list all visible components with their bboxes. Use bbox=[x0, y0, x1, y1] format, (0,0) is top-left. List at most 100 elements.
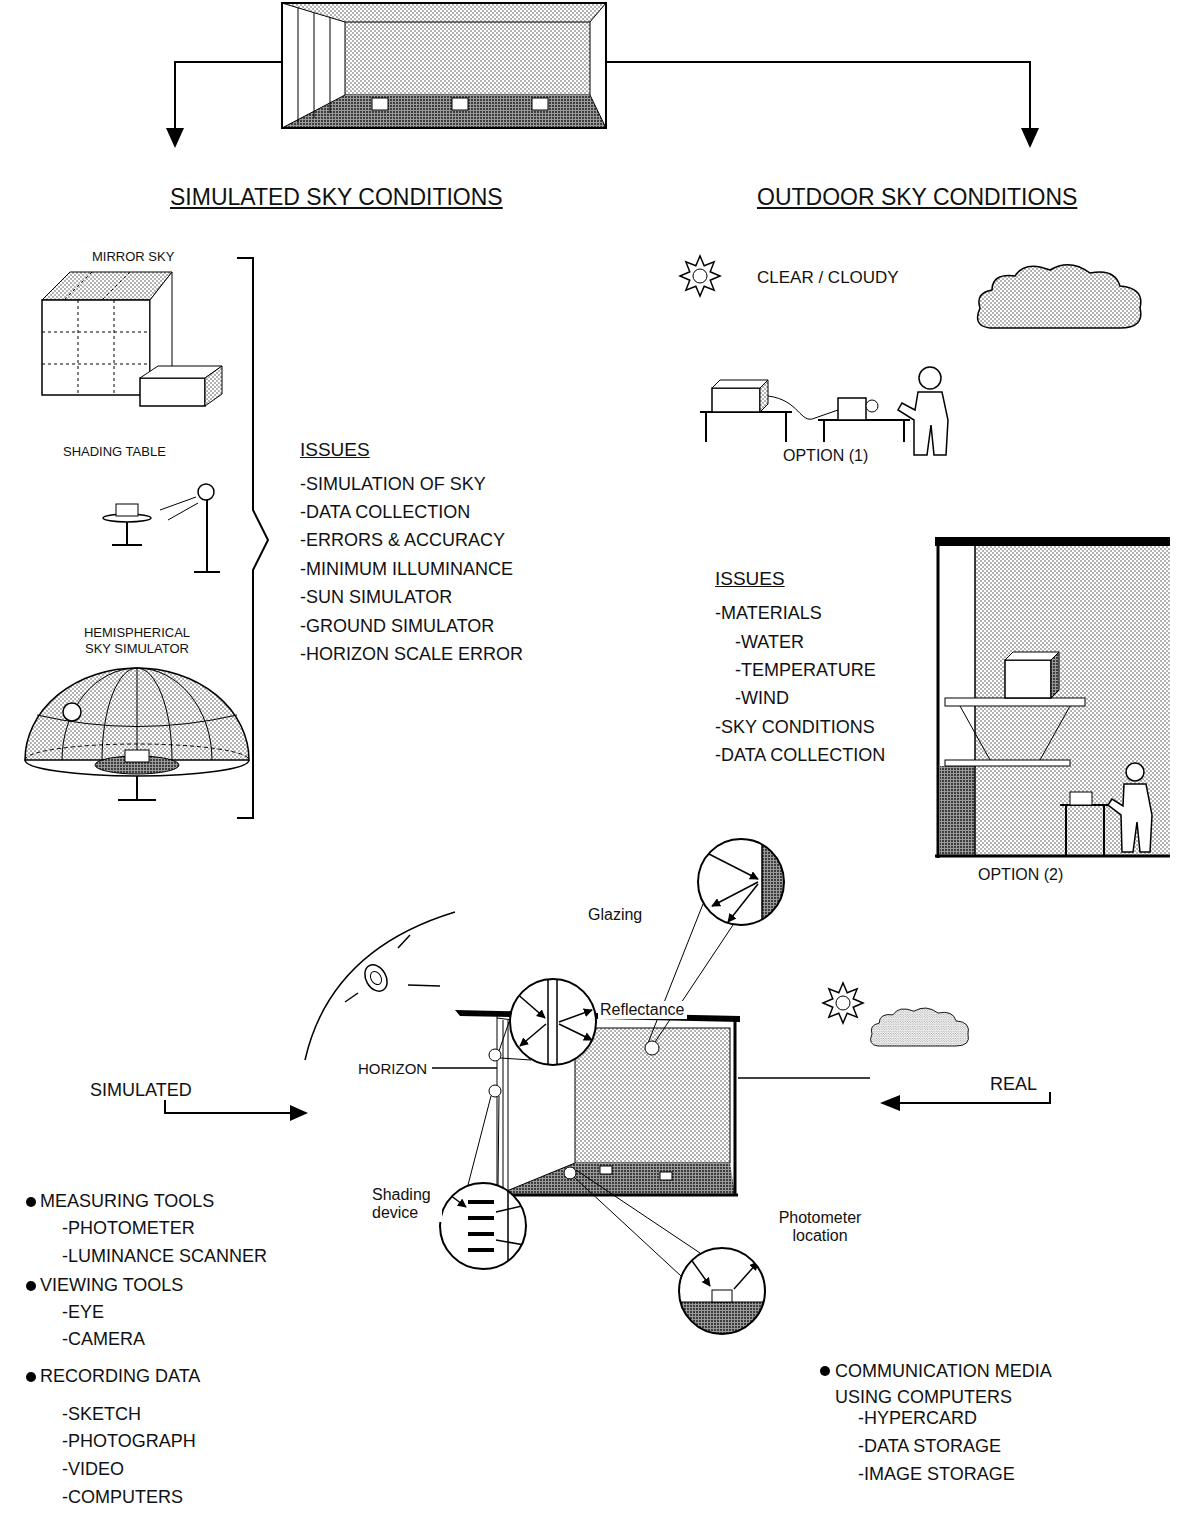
arrow-label: SIMULATED bbox=[90, 1080, 192, 1101]
option-one-figure bbox=[700, 367, 948, 455]
branch-arrow bbox=[1021, 128, 1039, 148]
issue-item: -GROUND SIMULATOR bbox=[300, 616, 494, 637]
direction-arrow bbox=[290, 1105, 308, 1121]
room-illustration bbox=[282, 3, 606, 128]
model-illustration bbox=[497, 1163, 735, 1195]
direction-arrow bbox=[165, 1092, 1050, 1121]
option-two-figure bbox=[945, 760, 1070, 766]
bullet-dot bbox=[26, 1372, 36, 1382]
issue-item: -HORIZON SCALE ERROR bbox=[300, 644, 523, 665]
room-illustration bbox=[282, 3, 606, 128]
horizon-label: HORIZON bbox=[358, 1060, 427, 1077]
branch-arrow bbox=[166, 128, 184, 148]
glazing-detail bbox=[548, 975, 557, 1070]
glazing-detail bbox=[509, 975, 597, 1070]
model-illustration bbox=[432, 1010, 870, 1195]
room-illustration bbox=[282, 3, 606, 22]
detail-label: Glazing bbox=[586, 906, 644, 924]
shading-detail bbox=[496, 1204, 530, 1212]
option-two-figure bbox=[940, 766, 975, 856]
media-item: -DATA STORAGE bbox=[858, 1436, 1001, 1457]
cloud-icon bbox=[871, 1008, 969, 1046]
sun-icon bbox=[680, 256, 720, 296]
shading-detail bbox=[496, 1240, 530, 1246]
media-heading: COMMUNICATION MEDIA USING COMPUTERS bbox=[835, 1358, 1085, 1410]
glazing-detail bbox=[559, 1010, 592, 1022]
issue-item: -ERRORS & ACCURACY bbox=[300, 530, 505, 551]
leader-line bbox=[574, 1170, 700, 1276]
mirror-sky-figure bbox=[205, 366, 222, 406]
shading-detail bbox=[468, 1232, 494, 1236]
mirror-sky-figure bbox=[42, 272, 150, 395]
tool-item: -SKETCH bbox=[62, 1404, 141, 1425]
shading-table-figure bbox=[194, 500, 220, 572]
tool-item: -PHOTOGRAPH bbox=[62, 1431, 196, 1452]
leader-line bbox=[489, 1049, 501, 1061]
sky-arc bbox=[360, 961, 391, 995]
option-two-figure bbox=[935, 537, 1170, 858]
glazing-detail bbox=[509, 978, 597, 1066]
sky-dome-figure bbox=[125, 750, 149, 762]
shading-detail bbox=[439, 1180, 530, 1272]
media-item: -IMAGE STORAGE bbox=[858, 1464, 1015, 1485]
sun-icon bbox=[823, 983, 863, 1023]
circle-outline bbox=[439, 1182, 527, 1270]
sun-icon bbox=[680, 256, 720, 296]
option-one-figure bbox=[768, 396, 838, 419]
sky-arc bbox=[305, 912, 455, 1060]
option-two-figure bbox=[935, 537, 1170, 546]
tool-item: -LUMINANCE SCANNER bbox=[62, 1246, 267, 1267]
photometer-detail bbox=[690, 1258, 710, 1286]
leader-line bbox=[489, 1085, 501, 1097]
room-illustration bbox=[345, 22, 590, 95]
option-two-figure bbox=[1005, 660, 1051, 698]
sky-dome-figure bbox=[37, 668, 237, 760]
circle-outline bbox=[679, 1248, 765, 1334]
issues-heading: ISSUES bbox=[715, 568, 785, 590]
bracket bbox=[237, 258, 268, 818]
room-illustration bbox=[372, 98, 388, 110]
bullet-dot bbox=[26, 1281, 36, 1291]
shading-detail bbox=[439, 1182, 527, 1270]
option-one-figure bbox=[866, 400, 878, 412]
glazing-detail bbox=[559, 1024, 592, 1040]
cloud-icon bbox=[978, 265, 1141, 328]
sky-arc bbox=[368, 969, 384, 986]
reflectance-detail bbox=[705, 852, 758, 879]
issue-item: -SKY CONDITIONS bbox=[715, 717, 875, 738]
shading-table-figure bbox=[116, 504, 138, 516]
bullet-dot bbox=[26, 1197, 830, 1382]
mirror-sky-figure bbox=[42, 300, 150, 395]
issue-item: -TEMPERATURE bbox=[735, 660, 876, 681]
circle-outline bbox=[678, 1247, 766, 1335]
option-one-figure bbox=[818, 420, 910, 442]
option-two-figure bbox=[1060, 805, 1110, 856]
tool-item: -COMPUTERS bbox=[62, 1487, 183, 1508]
option-two-figure bbox=[945, 698, 1085, 706]
option-two-figure bbox=[935, 537, 1170, 858]
branch-arrow bbox=[166, 62, 1039, 148]
option-two-figure bbox=[1051, 652, 1059, 698]
figure-label: HEMISPHERICAL SKY SIMULATOR bbox=[72, 625, 202, 657]
reflectance-detail bbox=[712, 882, 758, 906]
section-heading: OUTDOOR SKY CONDITIONS bbox=[757, 184, 1077, 210]
model-illustration bbox=[432, 1068, 870, 1078]
model-illustration bbox=[660, 1172, 672, 1180]
option-two-figure bbox=[1070, 792, 1092, 805]
option-two-figure bbox=[960, 706, 1070, 760]
photometer-detail bbox=[734, 1262, 758, 1289]
branch-arrow bbox=[175, 62, 1030, 132]
reflectance-detail bbox=[697, 835, 802, 930]
issue-item: -SUN SIMULATOR bbox=[300, 587, 452, 608]
shading-detail bbox=[507, 1180, 509, 1272]
option-label: OPTION (2) bbox=[978, 866, 1063, 884]
tool-item: -CAMERA bbox=[62, 1329, 145, 1350]
room-illustration bbox=[282, 3, 606, 128]
room-illustration bbox=[282, 95, 606, 128]
issue-item: -MATERIALS bbox=[715, 603, 822, 624]
detail-circle: Photometer location bbox=[678, 1247, 766, 1335]
shading-detail bbox=[468, 1248, 494, 1252]
photometer-detail bbox=[676, 1302, 768, 1342]
issues-heading: ISSUES bbox=[300, 439, 370, 461]
figure-label: MIRROR SKY bbox=[92, 250, 174, 265]
